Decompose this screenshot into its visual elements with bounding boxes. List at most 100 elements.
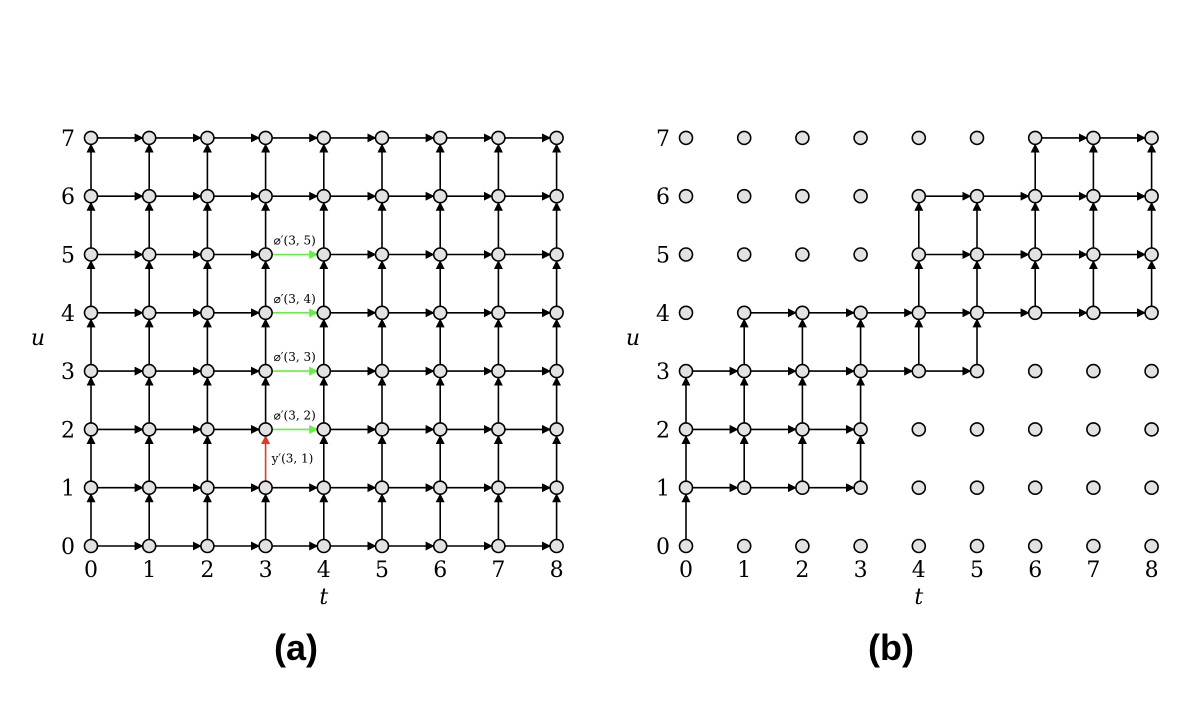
lattice-node [83,247,99,262]
lattice-node [736,188,752,204]
lattice-node [258,247,273,262]
lattice-node [795,247,810,262]
lattice-node [736,538,752,554]
y-axis-label: u [31,326,45,351]
lattice-node [141,305,157,321]
highlight-edge-label: ⌀′(3, 4) [274,292,316,306]
lattice-node [736,480,752,496]
highlight-edge-label: ⌀′(3, 2) [274,408,316,422]
lattice-node [432,130,448,146]
lattice-node [736,422,752,437]
lattice-node [1027,480,1043,496]
lattice-node [316,305,332,321]
lattice-node [316,188,332,204]
lattice-node [969,130,985,146]
lattice-node [1144,363,1159,379]
x-tick-label: 0 [679,558,693,583]
lattice-node [83,305,99,321]
y-tick-label: 2 [656,418,670,443]
lattice-node [1086,130,1101,146]
panel-b-edges [681,133,1157,540]
lattice-node [258,422,273,437]
lattice-node [316,247,332,262]
lattice-node [141,247,157,262]
x-tick-label: 5 [375,558,389,583]
y-tick-label: 7 [656,127,670,152]
lattice-node [316,422,332,437]
lattice-node [491,363,506,379]
lattice-node [969,538,985,554]
lattice-node [853,363,868,379]
lattice-node [83,130,99,146]
lattice-node [491,480,506,496]
lattice-node [1144,480,1159,496]
lattice-node [678,247,694,262]
lattice-node [1027,422,1043,437]
lattice-node [200,538,215,554]
lattice-node [911,363,927,379]
lattice-node [969,480,985,496]
lattice-node [258,363,273,379]
lattice-node [432,247,448,262]
lattice-node [83,538,99,554]
lattice-node [141,480,157,496]
lattice-node [1027,538,1043,554]
lattice-node [678,130,694,146]
lattice-node [258,480,273,496]
lattice-node [200,188,215,204]
y-tick-label: 6 [61,185,75,210]
lattice-node [432,480,448,496]
lattice-node [316,538,332,554]
lattice-node [795,130,810,146]
lattice-node [853,247,868,262]
x-tick-label: 0 [84,558,98,583]
lattice-node [374,188,390,204]
lattice-node [678,305,694,321]
lattice-node [795,422,810,437]
x-tick-label: 4 [912,558,926,583]
x-tick-label: 2 [795,558,809,583]
lattice-node [374,363,390,379]
y-tick-label: 5 [61,244,75,269]
y-tick-label: 5 [656,244,670,269]
y-tick-label: 3 [656,360,670,385]
lattice-node [736,305,752,321]
lattice-node [969,305,985,321]
x-tick-label: 5 [970,558,984,583]
lattice-node [1086,422,1101,437]
lattice-node [1027,247,1043,262]
lattice-node [432,538,448,554]
lattice-node [1027,130,1043,146]
x-tick-label: 6 [433,558,447,583]
lattice-node [1144,130,1159,146]
y-tick-label: 1 [61,477,75,502]
lattice-node [1027,363,1043,379]
lattice-node [200,247,215,262]
lattice-node [549,422,564,437]
lattice-node [1144,188,1159,204]
lattice-node [969,363,985,379]
lattice-node [678,480,694,496]
x-tick-label: 4 [317,558,331,583]
x-tick-label: 7 [491,558,505,583]
lattice-node [491,538,506,554]
lattice-node [911,188,927,204]
lattice-node [795,480,810,496]
y-axis-label: u [626,326,640,351]
lattice-node [374,130,390,146]
lattice-node [853,305,868,321]
x-tick-label: 8 [1145,558,1159,583]
lattice-node [258,305,273,321]
lattice-node [853,422,868,437]
x-tick-label: 7 [1086,558,1100,583]
lattice-node [853,188,868,204]
x-axis-label: t [319,585,328,610]
lattice-node [491,305,506,321]
lattice-node [1086,363,1101,379]
panel-a-edges [86,133,562,551]
lattice-node [795,305,810,321]
lattice-node [795,538,810,554]
x-tick-label: 3 [854,558,868,583]
